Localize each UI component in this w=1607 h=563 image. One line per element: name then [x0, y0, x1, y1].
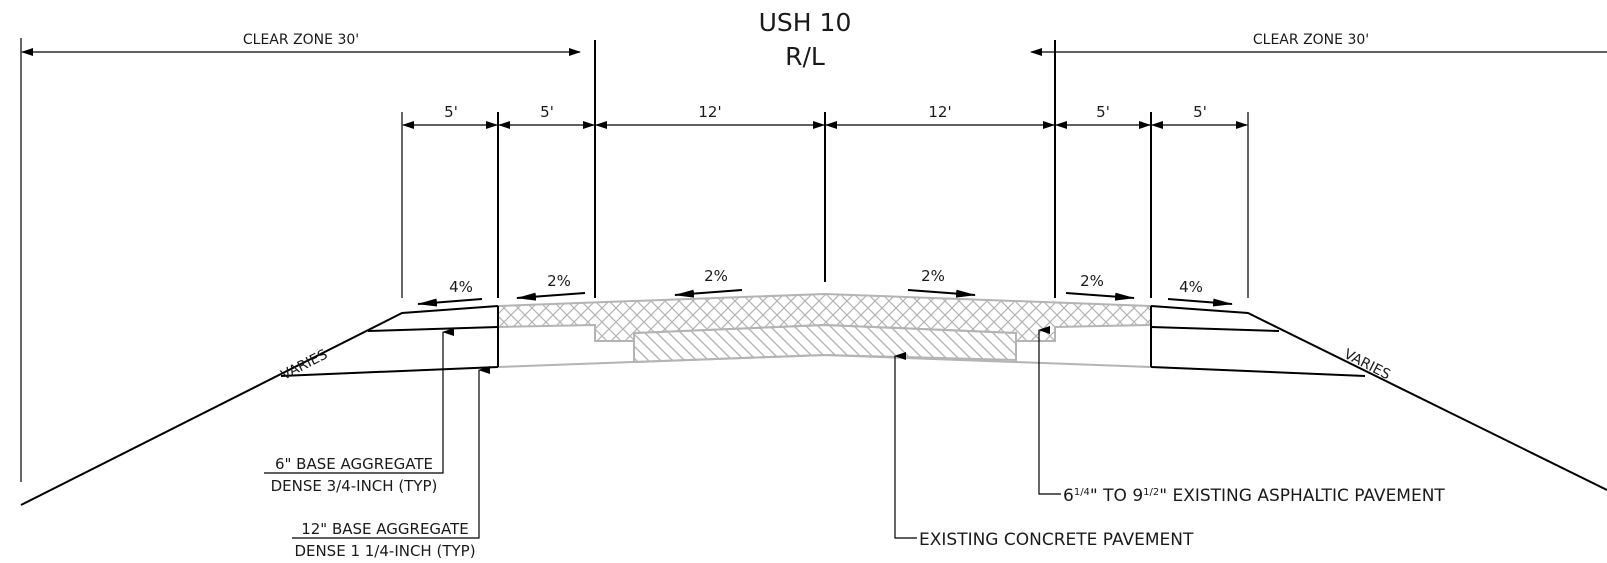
- asphalt-fraction-half: 1/2: [1143, 487, 1159, 498]
- width-lane-left-label: 12': [698, 103, 721, 121]
- asphalt-thickness-min: 6: [1063, 486, 1074, 506]
- width-left-inner-label: 5': [540, 103, 554, 121]
- title-reference-line: R/L: [785, 42, 825, 71]
- width-dimensions: 5' 5' 12' 12' 5' 5': [402, 103, 1248, 129]
- width-right-outer-label: 5': [1193, 103, 1207, 121]
- callout-existing-concrete: EXISTING CONCRETE PAVEMENT: [894, 352, 1194, 550]
- extension-lines: [401, 40, 1249, 298]
- callout-existing-asphalt: 61/4" TO 91/2" EXISTING ASPHALTIC PAVEME…: [1038, 326, 1445, 506]
- width-left-outer-label: 5': [444, 103, 458, 121]
- width-lane-right-label: 12': [928, 103, 951, 121]
- base-6in-spec: DENSE 3/4-INCH (TYP): [271, 477, 438, 495]
- callout-base-12in: 12" BASE AGGREGATE DENSE 1 1/4-INCH (TYP…: [292, 366, 490, 560]
- slope-lane-right-label: 2%: [921, 267, 945, 285]
- clear-zone-left-label: CLEAR ZONE 30': [243, 32, 359, 48]
- clear-zone-right-label: CLEAR ZONE 30': [1253, 32, 1369, 48]
- asphalt-fraction-quarter: 1/4: [1074, 487, 1090, 498]
- asphalt-description: " EXISTING ASPHALTIC PAVEMENT: [1159, 486, 1445, 506]
- asphalt-callout-label: 61/4" TO 91/2" EXISTING ASPHALTIC PAVEME…: [1063, 486, 1445, 506]
- callout-base-6in: 6" BASE AGGREGATE DENSE 3/4-INCH (TYP): [264, 328, 454, 495]
- varies-left-label: VARIES: [279, 347, 331, 384]
- slope-left-inner-label: 2%: [547, 272, 571, 290]
- asphalt-to-text: " TO 9: [1090, 486, 1143, 506]
- clear-zone-left-dimension: CLEAR ZONE 30': [20, 32, 581, 482]
- existing-subgrade: [497, 353, 1152, 368]
- title-route: USH 10: [759, 8, 852, 37]
- width-right-inner-label: 5': [1096, 103, 1110, 121]
- slope-indicators: 4% 2% 2% 2% 2% 4%: [417, 267, 1233, 307]
- slope-right-inner-label: 2%: [1080, 272, 1104, 290]
- base-12in-label: 12" BASE AGGREGATE: [301, 520, 469, 538]
- left-shoulder: [20, 305, 499, 506]
- slope-right-outer-label: 4%: [1179, 278, 1203, 296]
- slope-lane-left-label: 2%: [704, 267, 728, 285]
- base-12in-spec: DENSE 1 1/4-INCH (TYP): [294, 542, 475, 560]
- base-6in-label: 6" BASE AGGREGATE: [275, 455, 433, 473]
- varies-right-label: VARIES: [1341, 346, 1393, 383]
- clear-zone-right-dimension: CLEAR ZONE 30': [1030, 32, 1607, 56]
- concrete-callout-label: EXISTING CONCRETE PAVEMENT: [919, 530, 1194, 550]
- right-shoulder: [1150, 305, 1607, 491]
- slope-left-outer-label: 4%: [449, 278, 473, 296]
